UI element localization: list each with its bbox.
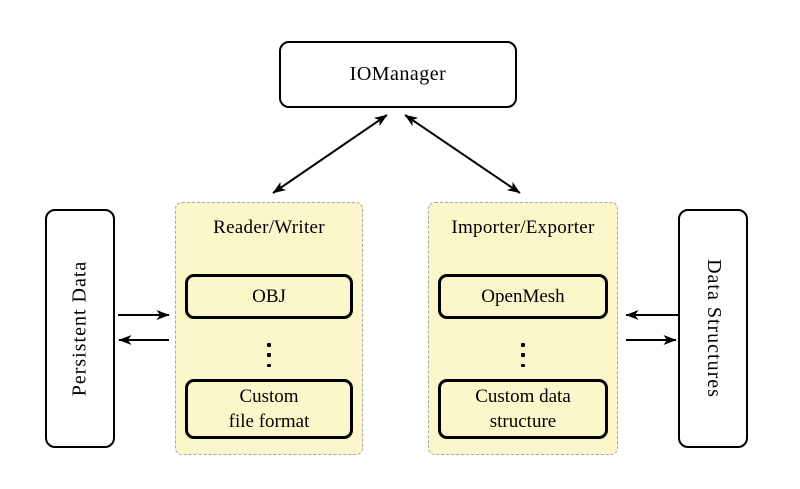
arrow-iomanager-readerwriter	[272, 114, 388, 194]
item-box-custom-file-format: Custom file format	[185, 379, 353, 439]
arrow-iomanager-importerexporter	[404, 114, 521, 194]
item-box-openmesh: OpenMesh	[438, 274, 608, 319]
vertical-ellipsis-icon	[176, 343, 362, 367]
custom-data-structure-line1: Custom data	[475, 386, 571, 407]
custom-data-structure-line2: structure	[489, 411, 557, 432]
panel-reader-writer: Reader/Writer OBJ Custom file format	[175, 202, 363, 455]
node-persistent-data: Persistent Data	[45, 209, 115, 448]
iomanager-label: IOManager	[349, 63, 447, 85]
persistent-data-label: Persistent Data	[68, 260, 91, 397]
item-box-obj: OBJ	[185, 274, 353, 319]
obj-label: OBJ	[252, 286, 286, 307]
reader-writer-title: Reader/Writer	[213, 217, 325, 238]
node-data-structures: Data Structures	[678, 209, 748, 448]
importer-exporter-title: Importer/Exporter	[451, 217, 595, 238]
custom-file-format-line2: file format	[228, 411, 310, 432]
panel-importer-exporter: Importer/Exporter OpenMesh Custom data s…	[428, 202, 618, 455]
vertical-ellipsis-icon	[429, 343, 617, 367]
data-structures-label: Data Structures	[702, 259, 725, 398]
item-box-custom-data-structure: Custom data structure	[438, 379, 608, 439]
node-iomanager: IOManager	[279, 41, 517, 108]
openmesh-label: OpenMesh	[481, 286, 565, 307]
custom-file-format-line1: Custom	[239, 386, 299, 407]
